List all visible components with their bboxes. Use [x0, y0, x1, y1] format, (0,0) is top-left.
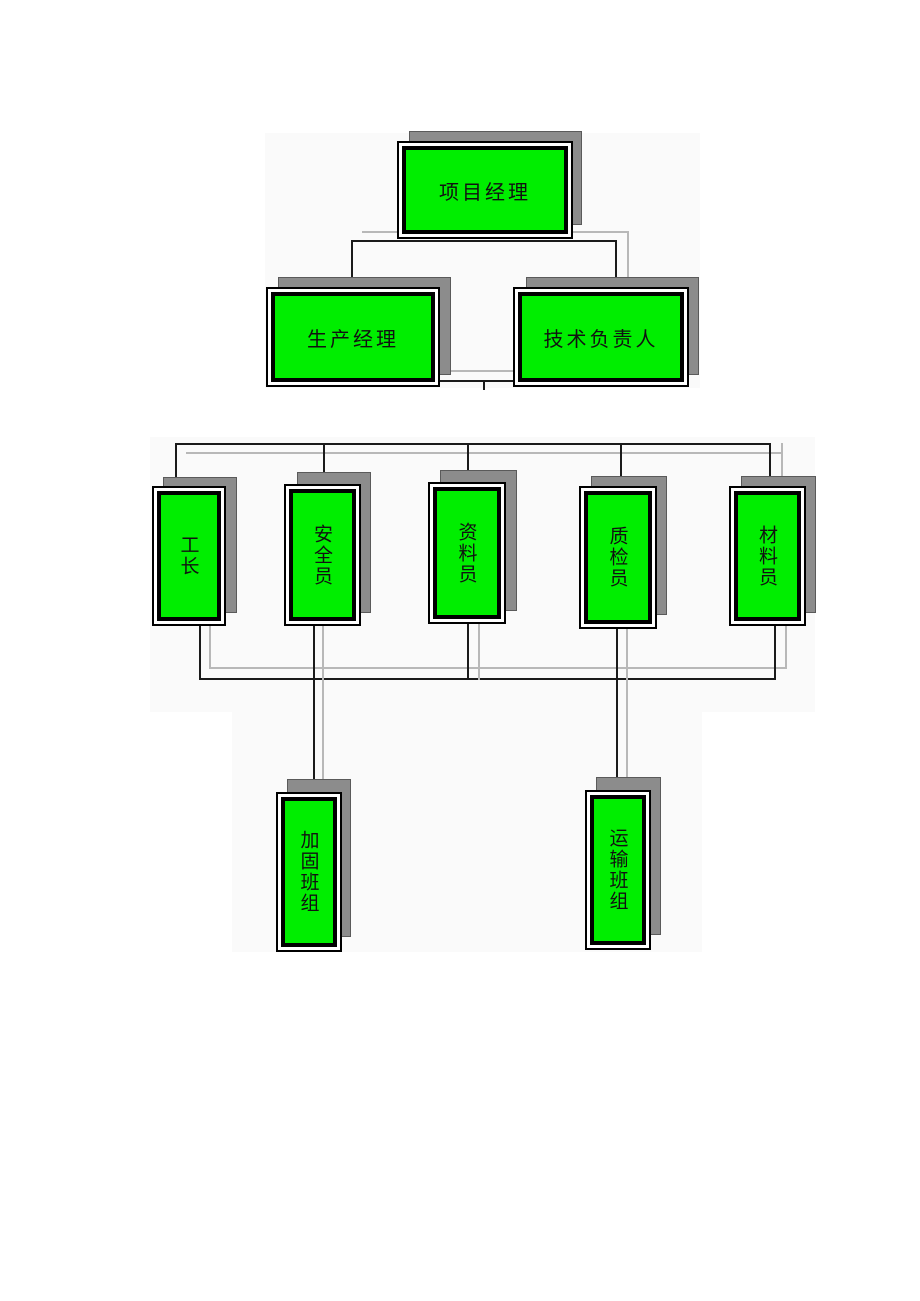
connector-level2-link-shadow	[438, 370, 518, 372]
staff-box-foreman: 工长	[152, 486, 226, 626]
staff-label-2: 安全员	[311, 523, 333, 587]
connector-lower-rise-5-shadow	[785, 610, 787, 669]
connector-lower-bus-shadow	[209, 667, 787, 669]
connector-staff-bus	[175, 443, 771, 445]
team-box-1-fill: 加固班组	[281, 797, 337, 947]
connector-lower-rise-1-shadow	[209, 624, 211, 669]
connector-staff-drop-5	[769, 443, 771, 490]
staff-box-2-fill: 安全员	[289, 489, 356, 621]
staff-box-1-fill: 工长	[157, 491, 221, 621]
level2-box-1-fill: 生产经理	[271, 292, 435, 382]
connector-staff-bus-shadow	[186, 452, 783, 454]
connector-level2-link	[438, 380, 518, 382]
connector-staff-drop-1	[175, 443, 177, 490]
connector-lower-rise-5	[774, 624, 776, 680]
connector-team-1	[313, 622, 315, 798]
connector-root-right-drop	[615, 240, 617, 292]
staff-box-3-fill: 资料员	[433, 487, 501, 619]
connector-staff-drop-4	[620, 443, 622, 492]
staff-label-4: 质检员	[606, 526, 629, 589]
connector-root-hbar	[351, 240, 617, 242]
connector-team-2-shadow	[626, 626, 628, 784]
level2-label-1: 生产经理	[307, 326, 399, 351]
team-box-transport: 运输班组	[585, 790, 651, 950]
root-label: 项目经理	[439, 179, 531, 204]
staff-box-safety-officer: 安全员	[284, 484, 361, 626]
root-box-project-manager: 项目经理	[397, 141, 573, 239]
staff-label-5: 材料员	[756, 524, 778, 588]
staff-box-4-fill: 质检员	[584, 491, 652, 624]
staff-box-document-clerk: 资料员	[428, 482, 506, 624]
team-label-1: 加固班组	[297, 830, 320, 914]
staff-box-quality-inspector: 质检员	[579, 486, 657, 629]
connector-level2-stub	[483, 380, 485, 390]
team-box-2-fill: 运输班组	[590, 795, 646, 945]
connector-root-left-drop	[351, 240, 353, 292]
connector-staff-drop-5-shadow	[781, 443, 783, 490]
connector-team-1-shadow	[322, 622, 324, 786]
level2-label-2: 技术负责人	[543, 326, 659, 351]
connector-lower-bus	[199, 678, 776, 680]
connector-lower-rise-1	[199, 624, 201, 680]
level2-box-technical-lead: 技术负责人	[513, 287, 689, 387]
connector-lower-rise-3	[467, 622, 469, 680]
team-label-2: 运输班组	[606, 828, 629, 912]
connector-root-right-drop-shadow	[627, 231, 629, 281]
connector-staff-drop-3	[467, 443, 469, 488]
root-box-fill: 项目经理	[402, 146, 568, 234]
staff-box-materials-clerk: 材料员	[729, 486, 806, 626]
connector-lower-rise-3-shadow	[478, 622, 480, 680]
level2-box-2-fill: 技术负责人	[518, 292, 684, 382]
connector-team-2	[616, 626, 618, 797]
staff-box-5-fill: 材料员	[734, 491, 801, 621]
connector-staff-drop-2	[323, 443, 325, 490]
staff-label-1: 工长	[177, 535, 200, 577]
team-box-reinforcement: 加固班组	[276, 792, 342, 952]
level2-box-production-manager: 生产经理	[266, 287, 440, 387]
staff-label-3: 资料员	[455, 521, 478, 585]
